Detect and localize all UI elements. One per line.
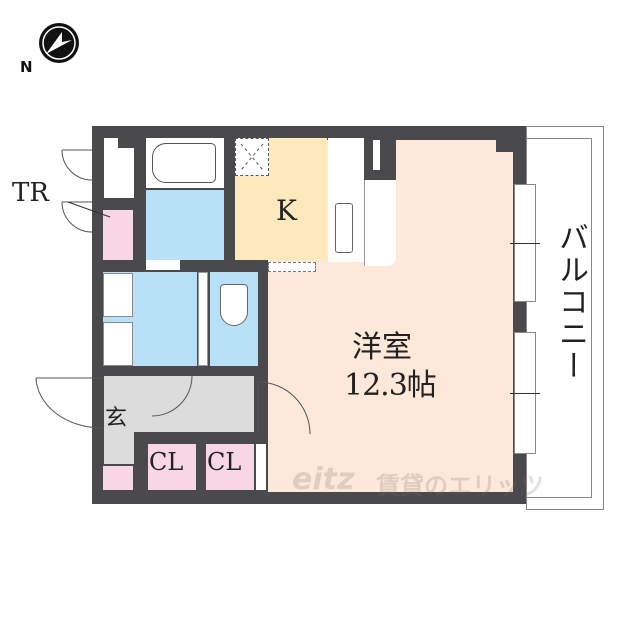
- window-mark: [510, 243, 540, 244]
- closet-1-label: CL: [149, 448, 184, 476]
- western-room-label: 洋室: [352, 330, 412, 365]
- pillar-slot: [373, 140, 380, 170]
- partition: [198, 272, 208, 366]
- balcony-inner: [526, 138, 592, 498]
- bathroom: [146, 190, 224, 260]
- wash-basin: [103, 322, 133, 366]
- room-door[interactable]: [257, 380, 318, 440]
- toilet-bowl: [220, 284, 248, 326]
- watermark-text: 賃貸のエリッツ: [376, 472, 544, 500]
- closet-2-label: CL: [207, 448, 242, 476]
- entrance-label: 玄: [105, 406, 128, 431]
- kitchen-label: K: [276, 194, 297, 227]
- shoe-storage: [103, 466, 133, 490]
- entrance-door[interactable]: [35, 376, 116, 436]
- kitchen-sink: [335, 203, 353, 253]
- tr-label: TR: [12, 178, 49, 208]
- fridge-x-icon: [240, 143, 264, 171]
- kitchen-side: [364, 180, 396, 266]
- tr-doors: [61, 149, 111, 233]
- inner-door[interactable]: [151, 372, 212, 422]
- tr-notch: [118, 138, 134, 148]
- closet-door[interactable]: [256, 444, 266, 490]
- closet-1: [148, 444, 196, 490]
- kitchen-pillar: [364, 138, 396, 180]
- tr-storage: [103, 210, 133, 260]
- western-room-upper: [396, 140, 513, 270]
- western-room-corner: [496, 138, 514, 152]
- closet-2: [206, 444, 254, 490]
- kitchen-counter: [328, 138, 364, 262]
- compass-label: N: [20, 58, 33, 76]
- compass: N: [20, 18, 80, 78]
- north-arrow-icon: [39, 23, 79, 63]
- genkan-floor: [104, 376, 134, 464]
- western-room-size: 12.3帖: [344, 368, 437, 403]
- balcony-label: バルコニー: [553, 222, 588, 382]
- window-mark-2: [510, 393, 540, 394]
- kitchen-threshold: [268, 262, 316, 272]
- washing-machine: [103, 273, 133, 317]
- watermark-logo: eitz: [292, 462, 355, 497]
- bathtub: [152, 143, 216, 183]
- bath-threshold: [146, 260, 180, 270]
- tr-upper: [104, 138, 134, 198]
